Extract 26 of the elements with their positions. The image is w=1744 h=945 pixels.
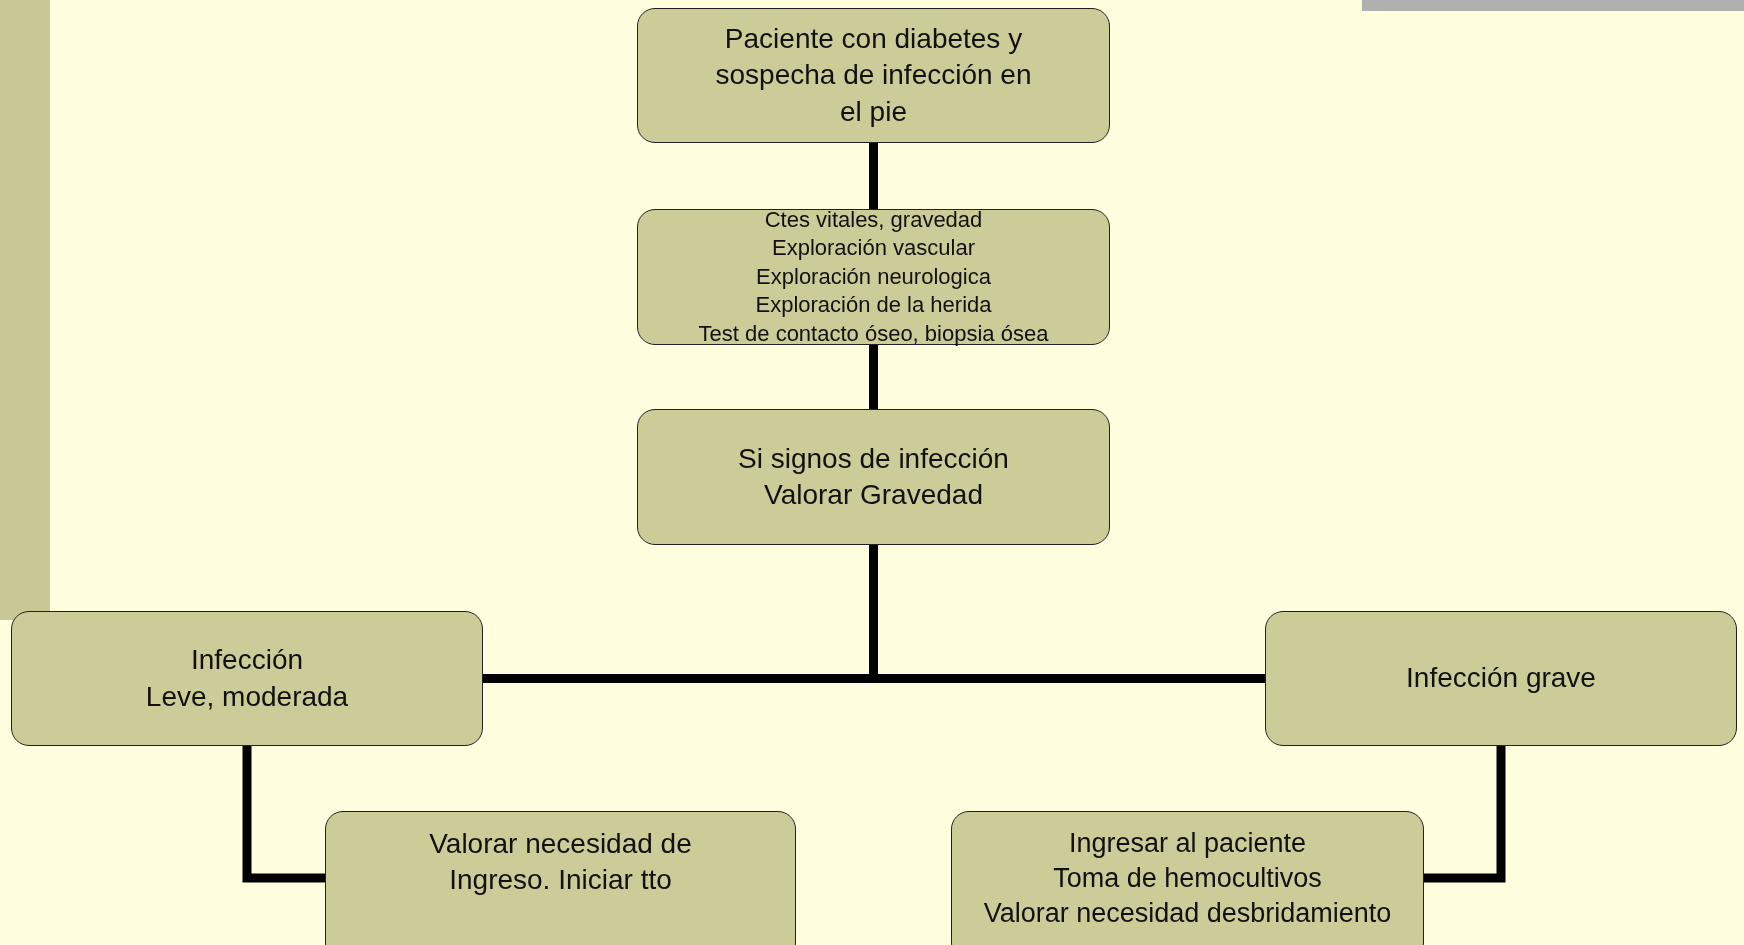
node-text: Paciente con diabetes y sospecha de infección en el pie xyxy=(714,21,1033,129)
node-text: Test de contacto óseo, biopsia ósea xyxy=(698,319,1049,348)
connector-line xyxy=(242,746,325,883)
node-text: Ctes vitales, gravedad xyxy=(764,205,983,234)
process-box xyxy=(951,811,1424,945)
connector-line xyxy=(869,345,878,409)
connector-line xyxy=(1424,746,1506,883)
node-text: Valorar necesidad de Ingreso. Iniciar tto xyxy=(428,827,693,898)
node-text: Exploración de la herida xyxy=(755,291,992,320)
node-text: Toma de hemocultivos xyxy=(1053,862,1322,896)
process-box xyxy=(1265,611,1737,746)
process-box xyxy=(11,611,483,746)
node-text: Exploración neurologica xyxy=(756,262,991,291)
process-box xyxy=(325,811,796,945)
node-text: Ingresar al paciente xyxy=(1068,827,1307,860)
node-text: Leve, moderada xyxy=(145,679,349,714)
node-text: Si signos de infección xyxy=(738,441,1009,476)
node-text: Valorar necesidad desbridamiento xyxy=(983,897,1392,931)
node-text: Infección grave xyxy=(1406,661,1596,696)
connector-line xyxy=(869,143,878,209)
node-text: Valorar Gravedad xyxy=(764,478,983,512)
node-text: Infección xyxy=(190,643,304,678)
node-text: Exploración vascular xyxy=(772,234,975,263)
process-box xyxy=(637,8,1110,143)
process-box xyxy=(637,409,1110,545)
process-box xyxy=(637,209,1110,345)
